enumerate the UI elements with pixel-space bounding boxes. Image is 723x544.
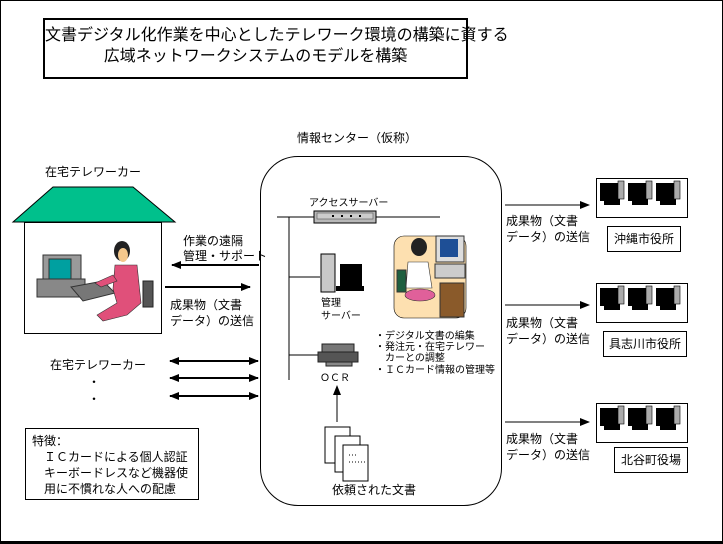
ocr-label: ＯＣＲ <box>320 373 350 384</box>
home-worker-label: 在宅テレワーカー <box>45 165 142 179</box>
info-center-label: 情報センター（仮称） <box>297 131 418 145</box>
terminal-monitor-icon <box>628 405 653 430</box>
title-line-2: 広域ネットワークシステムのモデルを構築 <box>103 46 408 65</box>
operator-illustration <box>393 235 467 319</box>
house-body <box>24 222 162 334</box>
terminal-monitor-icon <box>656 180 681 205</box>
management-server-icon <box>320 253 364 293</box>
feature-line: ＩＣカードによる個人認証 <box>44 450 188 464</box>
task-line: カーとの調整 <box>375 353 445 364</box>
terminal-monitor-icon <box>628 180 653 205</box>
continuation-dot-2: ・ <box>88 392 101 406</box>
office-name-gushikawa: 具志川市役所 <box>603 331 687 357</box>
task-line: ・デジタル文書の編集 <box>375 331 475 342</box>
computer-icon <box>36 254 116 302</box>
info-center-box <box>260 156 502 506</box>
ocr-scanner-icon <box>317 343 359 367</box>
office-name-okinawa: 沖縄市役所 <box>607 226 681 252</box>
office-send-label-2: データ）の送信 <box>506 448 591 462</box>
remote-mgmt-label-2: 管理・サポート <box>183 249 268 263</box>
title-line-1: 文書デジタル化作業を中心としたテレワーク環境の構築に資する <box>45 25 509 44</box>
diagram-title: 文書デジタル化作業を中心としたテレワーク環境の構築に資する 広域ネットワークシス… <box>43 18 509 79</box>
continuation-dot-1: ・ <box>88 375 101 389</box>
requested-documents-label: 依頼された文書 <box>332 483 417 497</box>
access-server-icon <box>313 210 377 224</box>
office-send-label-1: 成果物（文書 <box>506 214 579 228</box>
office-send-label-2: データ）の送信 <box>506 332 591 346</box>
terminal-monitor-icon <box>600 405 625 430</box>
mgmt-server-label-2: サーバー <box>321 311 361 322</box>
task-line: ・発注元・在宅テレワー <box>375 342 485 353</box>
office-send-label-2: データ）の送信 <box>506 230 591 244</box>
terminal-monitor-icon <box>600 180 625 205</box>
remote-mgmt-label-1: 作業の遠隔 <box>183 234 244 248</box>
send-result-label-1: 成果物（文書 <box>170 298 243 312</box>
mgmt-server-label-1: 管理 <box>321 298 341 309</box>
office-name-chatan: 北谷町役場 <box>614 447 688 473</box>
task-line: ・ＩＣカード情報の管理等 <box>375 365 495 376</box>
send-result-label-2: データ）の送信 <box>170 314 255 328</box>
office-send-label-1: 成果物（文書 <box>506 432 579 446</box>
access-server-label: アクセスサーバー <box>309 198 389 209</box>
documents-icon <box>324 426 369 482</box>
home-worker-illustration <box>36 241 154 322</box>
office-terminals-chatan <box>596 403 688 443</box>
features-heading: 特徴： <box>32 434 69 448</box>
terminal-monitor-icon <box>600 285 625 310</box>
office-terminals-gushikawa <box>596 283 688 323</box>
feature-line: キーボードレスなど機器使 <box>44 466 189 480</box>
worker-icon <box>94 241 154 322</box>
other-workers-label: 在宅テレワーカー <box>50 358 147 372</box>
terminal-monitor-icon <box>656 285 681 310</box>
terminal-monitor-icon <box>656 405 681 430</box>
office-terminals-okinawa <box>596 178 688 218</box>
office-send-label-1: 成果物（文書 <box>506 316 579 330</box>
features-box: 特徴： ＩＣカードによる個人認証 キーボードレスなど機器使 用に不慣れな人への配… <box>25 428 199 500</box>
terminal-icons <box>600 180 681 430</box>
terminal-monitor-icon <box>628 285 653 310</box>
feature-line: 用に不慣れな人への配慮 <box>44 482 177 496</box>
